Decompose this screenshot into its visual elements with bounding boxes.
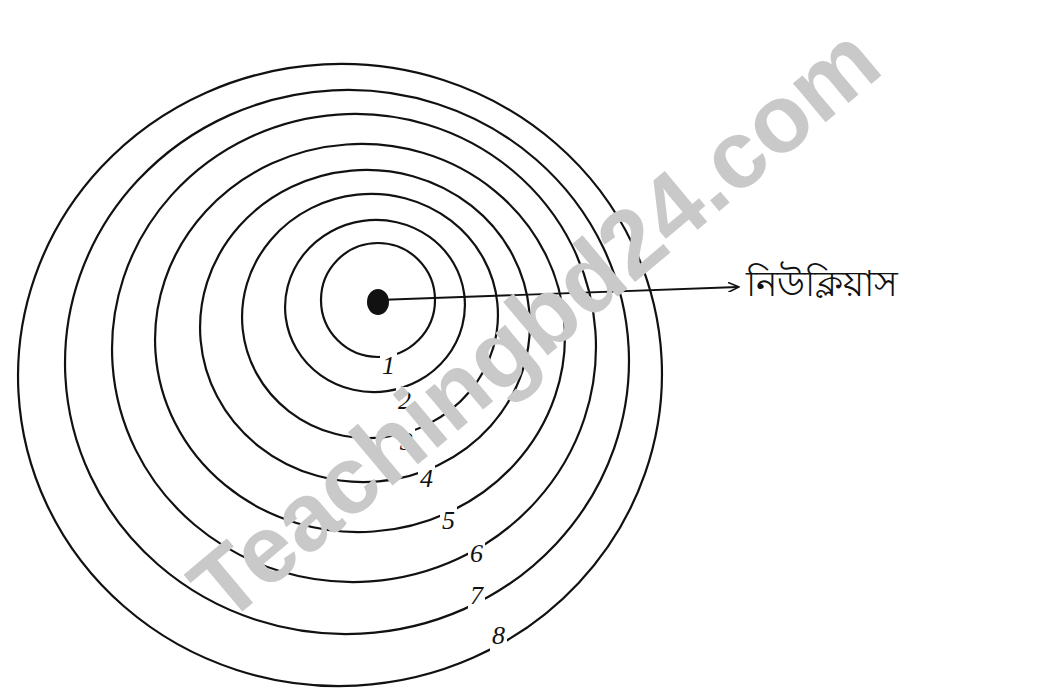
callout-number: 7 (468, 582, 485, 611)
callout-number: 8 (490, 622, 507, 651)
ring (2, 48, 678, 698)
callout-number: 6 (468, 540, 485, 569)
callout-number: 5 (440, 507, 457, 536)
center-dot (367, 289, 389, 315)
watermark: Teachingbd24.com (170, 6, 899, 641)
part-label: নিউক্লিয়াস (746, 264, 898, 304)
